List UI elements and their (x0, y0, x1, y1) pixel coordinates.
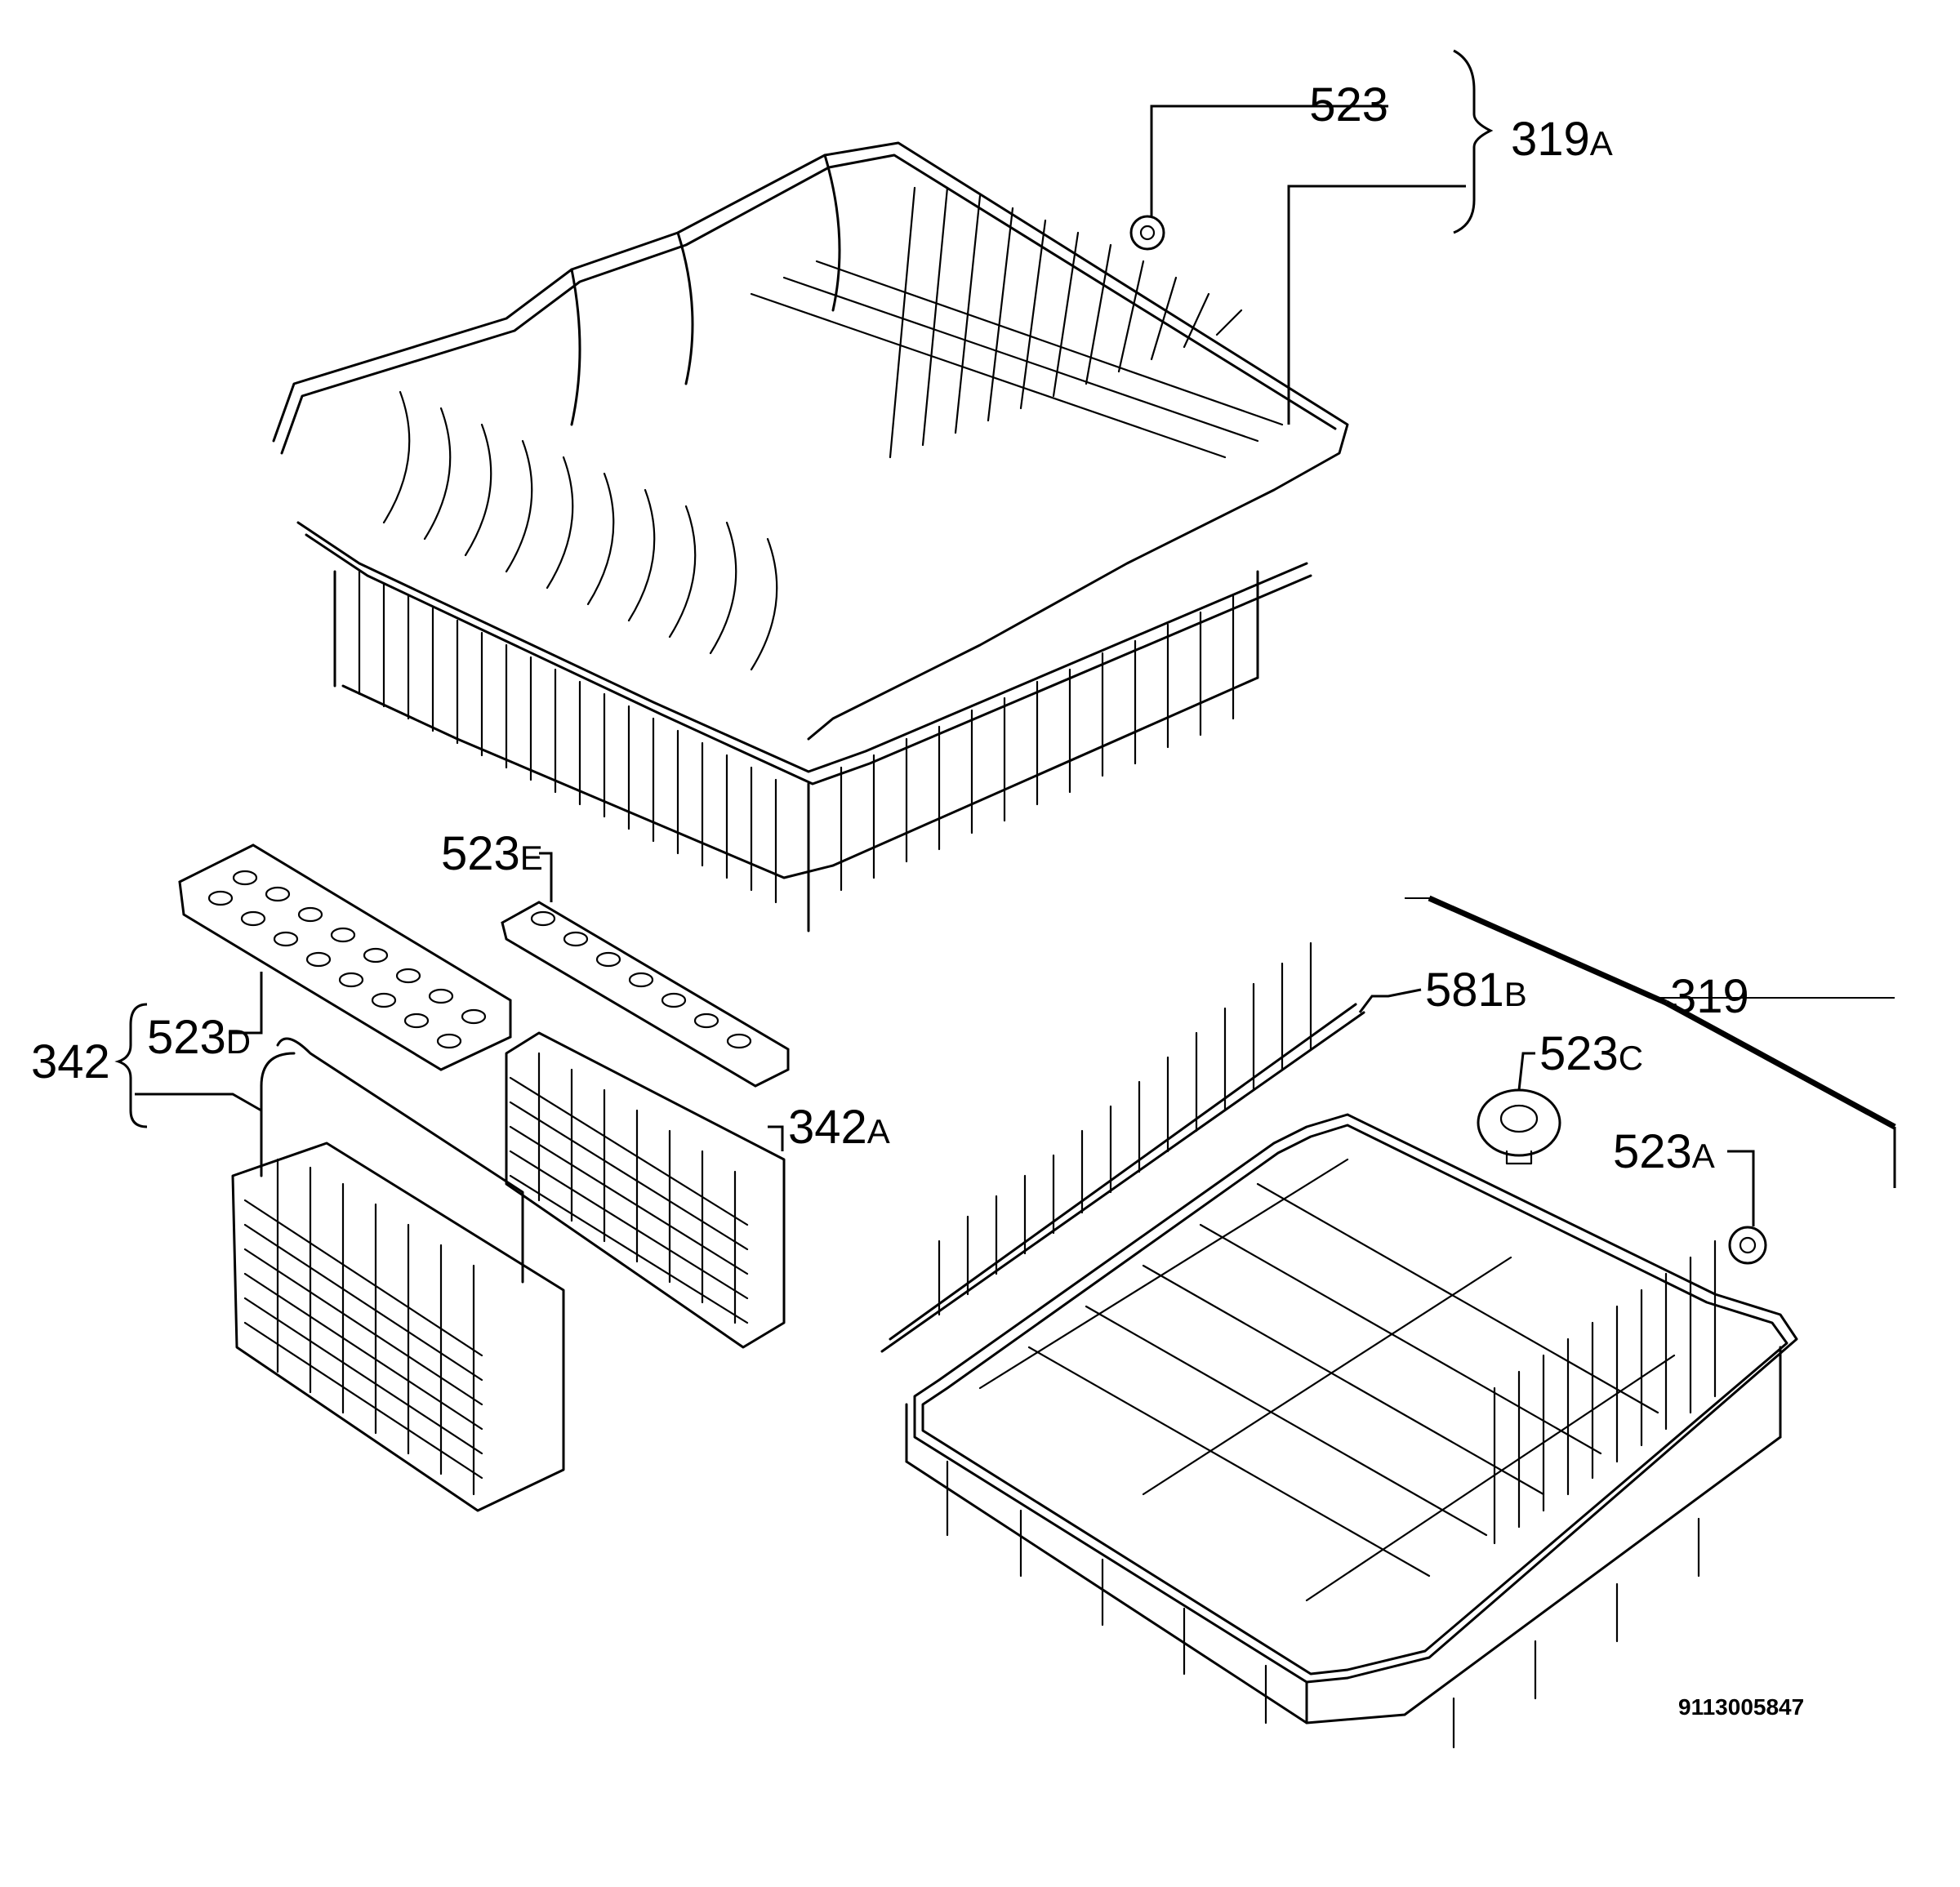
callout-319a: 319A (1511, 113, 1613, 166)
wheel-upper (1129, 215, 1165, 251)
callout-523a: 523A (1613, 1125, 1715, 1178)
small-cutlery-basket (505, 1031, 786, 1349)
callout-581b: 581B (1425, 964, 1527, 1017)
cutlery-basket-lid-small (501, 901, 790, 1088)
leader-lines (114, 49, 1896, 1226)
wheel-lower-large (1477, 1088, 1561, 1165)
callout-labels: 523 319A 523E 342 523D 342A 581B 319 523… (31, 78, 1749, 1178)
callout-523c: 523C (1539, 1027, 1643, 1080)
callout-342: 342 (31, 1035, 110, 1088)
lower-basket (905, 1113, 1798, 1749)
cutlery-basket (231, 1037, 565, 1512)
document-number: 9113005847 (1678, 1694, 1804, 1720)
callout-523e: 523E (441, 827, 543, 880)
fold-down-tine-rack (880, 941, 1365, 1353)
wheel-lower-small (1728, 1226, 1767, 1265)
cutlery-basket-lid-large (178, 843, 512, 1071)
callout-523d: 523D (147, 1011, 251, 1064)
upper-basket (272, 141, 1349, 932)
callout-342a: 342A (788, 1101, 890, 1154)
callout-319: 319 (1670, 970, 1749, 1023)
callout-523: 523 (1309, 78, 1388, 131)
